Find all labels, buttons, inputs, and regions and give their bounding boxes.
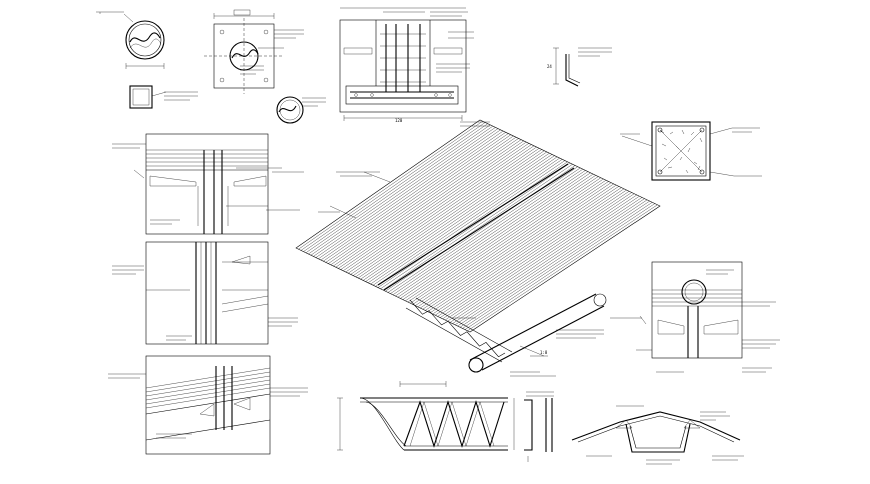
corrugation-line xyxy=(330,137,517,265)
corrugation-line xyxy=(455,198,645,325)
corrugation-line xyxy=(358,150,545,279)
corrugation-line xyxy=(382,162,571,291)
corrugation-line xyxy=(397,170,586,298)
corrugation-line xyxy=(437,189,627,317)
corrugation-line xyxy=(380,161,568,289)
corrugation-line xyxy=(447,194,637,322)
pipe-section-detail xyxy=(96,11,165,69)
column-section-detail xyxy=(620,121,762,181)
corrugation-line xyxy=(313,128,499,257)
footing-dim-120: 120 xyxy=(395,118,403,123)
corrugation-line xyxy=(427,184,617,312)
corrugation-line xyxy=(432,187,622,315)
corrugation-line xyxy=(343,143,529,271)
corrugation-line xyxy=(323,133,509,262)
corrugation-line xyxy=(425,183,614,311)
corrugation-line xyxy=(460,200,650,328)
corrugation-line xyxy=(373,157,560,286)
base-plate-detail xyxy=(204,9,304,94)
corrugation-line xyxy=(435,188,625,316)
corrugation-line xyxy=(385,164,573,292)
corrugation-line xyxy=(348,145,535,274)
corrugation-line xyxy=(368,155,555,283)
truss-elevation-detail xyxy=(337,381,515,451)
corrugated-roof-isometric xyxy=(295,119,661,363)
corrugation-line xyxy=(300,122,486,251)
corrugation-line xyxy=(400,171,589,299)
corrugation-line xyxy=(457,199,648,327)
corrugation-line xyxy=(417,180,607,307)
corrugation-line xyxy=(445,193,635,321)
corrugation-line xyxy=(328,135,514,264)
corrugation-line xyxy=(390,166,578,294)
corrugation-line xyxy=(355,149,542,277)
angle-profile-detail: 24 xyxy=(547,47,612,87)
corrugation-line xyxy=(303,123,488,252)
angle-dim-24: 24 xyxy=(547,64,552,69)
corrugation-line xyxy=(407,175,596,303)
corrugation-line xyxy=(450,196,640,323)
corrugation-line xyxy=(305,124,491,253)
corrugation-line xyxy=(387,165,576,293)
corrugation-line xyxy=(310,127,496,256)
corrugation-line xyxy=(315,129,501,258)
corrugation-line xyxy=(410,176,599,304)
corrugation-line xyxy=(345,144,532,273)
pipe-slope-label: 1:8 xyxy=(540,350,548,355)
corrugation-line xyxy=(335,139,522,268)
corrugation-line xyxy=(422,182,612,310)
corrugation-line xyxy=(462,202,653,329)
corrugation-line xyxy=(412,177,601,305)
corrugation-line xyxy=(365,154,553,282)
sloped-beam-detail xyxy=(108,355,308,455)
corrugation-line xyxy=(464,203,655,330)
girder-connection-detail-top xyxy=(112,133,304,235)
pipe-detail-small xyxy=(276,96,326,124)
corrugation-line xyxy=(377,160,565,288)
corrugation-line xyxy=(395,168,583,297)
corrugation-line xyxy=(467,204,658,331)
corrugation-line xyxy=(353,148,540,276)
corrugation-line xyxy=(402,172,591,300)
ridge-pipe-detail xyxy=(636,261,780,373)
channel-section-detail xyxy=(524,391,554,462)
corrugation-line xyxy=(360,151,547,280)
corrugation-line xyxy=(442,192,632,319)
corrugation-line xyxy=(370,156,558,285)
corrugation-line xyxy=(430,186,619,313)
corrugation-line xyxy=(320,132,506,261)
footing-rebar-section: 120 xyxy=(339,7,490,127)
corrugation-line xyxy=(440,191,630,318)
square-tube-detail xyxy=(129,85,198,109)
corrugation-line xyxy=(308,125,493,255)
column-elevation-detail xyxy=(112,241,298,345)
corrugation-line xyxy=(363,153,550,281)
corrugation-line xyxy=(318,130,504,259)
corrugation-line xyxy=(333,138,519,267)
ridge-cap-profile-detail xyxy=(571,405,744,465)
corrugation-line xyxy=(392,167,581,295)
corrugation-line xyxy=(350,146,537,275)
corrugation-line xyxy=(338,140,524,269)
corrugation-line xyxy=(420,181,609,309)
corrugation-line xyxy=(452,197,643,324)
corrugation-line xyxy=(375,159,563,287)
corrugation-line xyxy=(415,178,604,306)
corrugation-line xyxy=(298,121,483,250)
corrugation-line xyxy=(340,141,527,270)
corrugation-line xyxy=(405,173,594,301)
corrugation-line xyxy=(325,134,511,263)
round-pipe-isometric: 1:8 xyxy=(468,293,607,377)
